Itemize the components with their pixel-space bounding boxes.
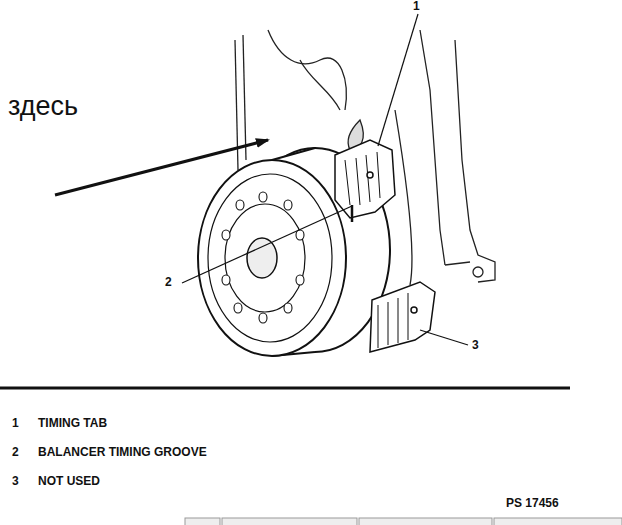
key-text: NOT USED — [38, 475, 100, 488]
callout-number: 2 — [165, 276, 172, 289]
callout-number: 1 — [413, 0, 420, 13]
key-number: 3 — [12, 475, 19, 488]
key-number: 2 — [12, 446, 19, 459]
callout-number: 3 — [472, 339, 479, 352]
pointer-label: здесь — [8, 92, 78, 122]
leader-lines — [182, 14, 468, 345]
unused-tab — [370, 282, 435, 352]
key-text: BALANCER TIMING GROOVE — [38, 446, 207, 459]
separator-rule — [0, 387, 570, 390]
footer-strip — [185, 518, 622, 525]
figure-number: PS 17456 — [506, 497, 559, 510]
pointer-arrow — [55, 140, 268, 195]
key-number: 1 — [12, 417, 19, 430]
key-text: TIMING TAB — [38, 417, 107, 430]
